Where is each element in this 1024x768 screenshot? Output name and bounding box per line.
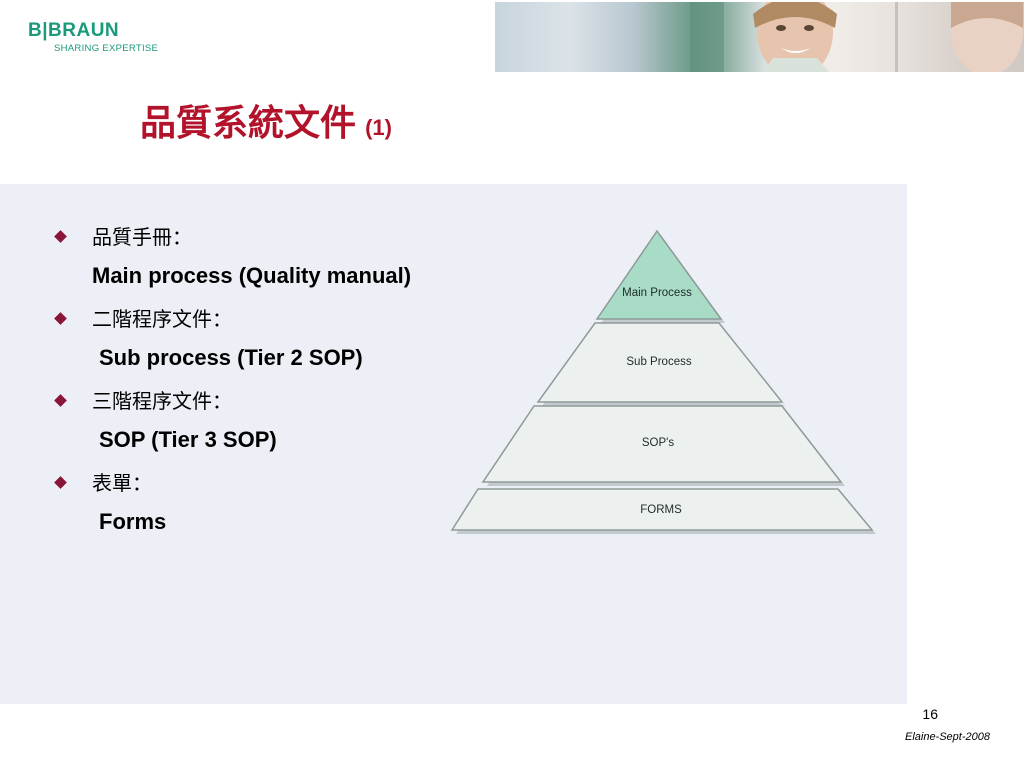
pyramid-tier-main-process-label: Main Process [622, 287, 692, 299]
pyramid-tier-sub-process-label: Sub Process [626, 356, 691, 368]
pyramid-tier-main-process: Main Process [595, 229, 725, 323]
pyramid-tier-sops-shape [481, 405, 843, 483]
pyramid-tier-forms-label: FORMS [640, 504, 682, 516]
logo-brand: B|BRAUN [28, 20, 120, 41]
logo: B|BRAUN SHARING EXPERTISE [28, 20, 168, 60]
bullet-label-tier3: 三階程序文件： [92, 389, 232, 413]
header-photo [495, 2, 1024, 72]
bullet-sub-sub-process: Sub process (Tier 2 SOP) [99, 345, 363, 370]
footer-credit: Elaine-Sept-2008 [904, 731, 990, 743]
header-photo-art [690, 2, 1023, 72]
bullet-label-tier2: 二階程序文件： [92, 307, 232, 331]
pyramid-tier-main-process-shape [595, 229, 723, 320]
bullet-sub-main-process: Main process (Quality manual) [92, 263, 412, 288]
page-title: 品質系統文件 (1) [140, 98, 392, 155]
pyramid-tier-sub-process-shape [536, 322, 784, 403]
pyramid-tier-sops: SOP's [481, 405, 845, 486]
pyramid-tier-sops-label: SOP's [642, 437, 674, 449]
logo-tagline: SHARING EXPERTISE [54, 43, 159, 54]
page-number: 16 [922, 706, 938, 722]
bullet-sub-forms: Forms [99, 509, 167, 534]
pyramid-tier-sub-process: Sub Process [536, 322, 786, 406]
page-title-number: (1) [365, 115, 392, 140]
bullet-label-quality-manual: 品質手冊： [92, 225, 192, 249]
pyramid-tier-forms: FORMS [450, 488, 876, 534]
page-title-main: 品質系統文件 [140, 102, 357, 144]
pyramid-tier-forms-shape [450, 488, 874, 531]
bullet-label-forms: 表單： [92, 471, 152, 495]
bullet-sub-sop: SOP (Tier 3 SOP) [99, 427, 277, 452]
